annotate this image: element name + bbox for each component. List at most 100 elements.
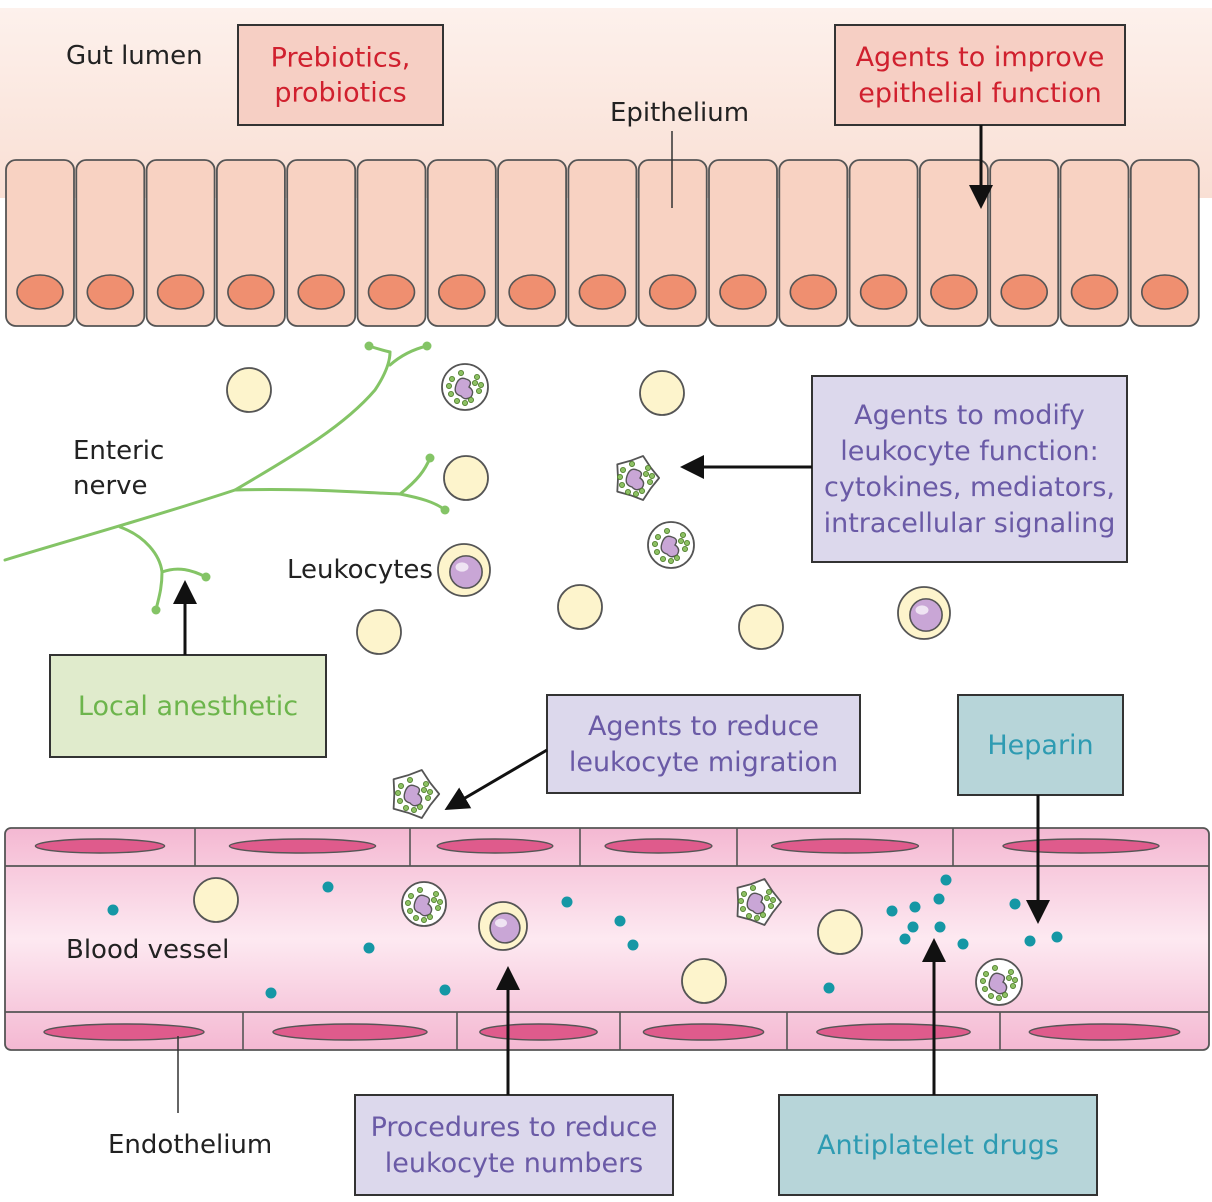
platelet: [907, 921, 919, 933]
enteric-nerve-label-line2: nerve: [73, 471, 148, 501]
platelet: [957, 938, 969, 950]
lymphocyte: [817, 909, 863, 955]
arrow-migration: [444, 748, 548, 811]
large-lymphocyte: [897, 586, 951, 640]
prebiotics-text-line: Prebiotics,: [271, 43, 411, 74]
leukocyte-function-text-line: intracellular signaling: [824, 508, 1116, 539]
large-lymphocyte: [478, 901, 528, 951]
epithelial-cell: [215, 159, 286, 327]
antiplatelet-text-line: Antiplatelet drugs: [817, 1130, 1059, 1161]
platelet: [107, 904, 119, 916]
procedures-text-line: Procedures to reduce: [371, 1112, 658, 1143]
granulocyte-nucleus: [454, 377, 474, 400]
lymphocyte: [681, 958, 727, 1004]
tissue-leukocytes: [226, 363, 951, 819]
antiplatelet-box: Antiplatelet drugs: [778, 1094, 1098, 1196]
prebiotics-text-line: probiotics: [274, 78, 406, 109]
platelet: [439, 984, 451, 996]
granulocyte-nucleus: [413, 894, 433, 917]
local-anesthetic-text-line: Local anesthetic: [78, 691, 298, 722]
lymphocyte: [443, 455, 489, 501]
granulocyte: [441, 363, 489, 411]
endothelial-nucleus: [1002, 838, 1160, 854]
endothelial-nucleus: [1028, 1023, 1181, 1041]
epithelial-nucleus: [859, 274, 908, 310]
lymphocyte: [226, 367, 272, 413]
endothelial-nucleus: [479, 1023, 598, 1041]
platelet: [1051, 931, 1063, 943]
large-lymphocyte: [437, 543, 491, 597]
epithelial-nucleus: [297, 274, 346, 310]
platelet: [823, 982, 835, 994]
epithelial-nucleus: [648, 274, 697, 310]
endothelial-nucleus: [770, 838, 920, 854]
blood-vessel-label: Blood vessel: [66, 935, 229, 965]
migration-text-line: leukocyte migration: [569, 747, 838, 778]
platelet: [899, 933, 911, 945]
epithelial-nucleus: [719, 274, 767, 310]
endothelial-nucleus: [272, 1023, 428, 1041]
epithelial-cell: [1059, 159, 1130, 327]
endothelial-nucleus: [43, 1023, 205, 1041]
epithelial-cell: [145, 159, 216, 327]
epithelium-label: Epithelium: [610, 98, 749, 128]
granulocyte: [616, 455, 660, 501]
leukocyte-function-text-line: Agents to modify: [854, 400, 1085, 431]
endothelial-nucleus: [228, 838, 377, 854]
platelet: [1009, 898, 1021, 910]
platelets: [107, 874, 1063, 999]
lymphocyte-nucleus: [449, 555, 483, 589]
granulocyte: [401, 881, 447, 927]
migration-text-line: Agents to reduce: [588, 711, 819, 742]
platelet: [322, 881, 334, 893]
procedures-text-line: leukocyte numbers: [385, 1148, 643, 1179]
enteric-nerve-label-line1: Enteric: [73, 436, 164, 466]
epithelial-nucleus: [930, 274, 978, 310]
epithelium-layer: [5, 159, 1200, 327]
epithelial-cell: [356, 159, 427, 327]
arrows: [173, 125, 1050, 1095]
epithelial-text-line: Agents to improve: [856, 42, 1105, 73]
endothelium-label: Endothelium: [108, 1130, 272, 1160]
leukocyte-function-text-line: cytokines, mediators,: [824, 472, 1115, 503]
platelet: [940, 874, 952, 886]
endothelial-nucleus: [34, 838, 166, 854]
epithelial-nucleus: [16, 274, 64, 310]
heparin-box: Heparin: [957, 694, 1124, 796]
endothelial-nucleus: [604, 838, 713, 854]
epithelial-cell: [497, 159, 568, 327]
platelet: [909, 901, 921, 913]
epithelial-cell: [75, 159, 146, 327]
granulocyte-nucleus: [746, 892, 766, 915]
procedures-box: Procedures to reduce leukocyte numbers: [354, 1094, 674, 1196]
granulocyte: [392, 769, 441, 819]
endothelial-nucleus: [642, 1023, 765, 1041]
granulocyte-nucleus: [625, 468, 645, 491]
heparin-text-line: Heparin: [987, 730, 1093, 761]
platelet: [561, 896, 573, 908]
epithelial-cell: [778, 159, 849, 327]
epithelial-box: Agents to improve epithelial function: [834, 24, 1126, 126]
platelet: [265, 987, 277, 999]
granulocyte-nucleus: [403, 784, 423, 807]
lymphocyte: [639, 370, 685, 416]
lymphocyte: [738, 604, 784, 650]
epithelial-text-line: epithelial function: [858, 78, 1102, 109]
epithelial-cell: [848, 159, 919, 327]
prebiotics-box: Prebiotics, probiotics: [237, 24, 444, 126]
epithelial-cell: [286, 159, 357, 327]
epithelial-nucleus: [156, 274, 205, 310]
endothelial-nucleus: [436, 838, 554, 854]
platelet: [934, 921, 946, 933]
epithelial-nucleus: [1141, 274, 1189, 310]
platelet: [627, 939, 639, 951]
granulocyte: [736, 878, 782, 926]
blood-vessel: [4, 827, 1210, 1051]
local-anesthetic-box: Local anesthetic: [49, 654, 327, 758]
lymphocyte-nucleus: [909, 598, 943, 632]
nerve-endings: [151, 341, 450, 615]
epithelial-nucleus: [367, 274, 416, 310]
